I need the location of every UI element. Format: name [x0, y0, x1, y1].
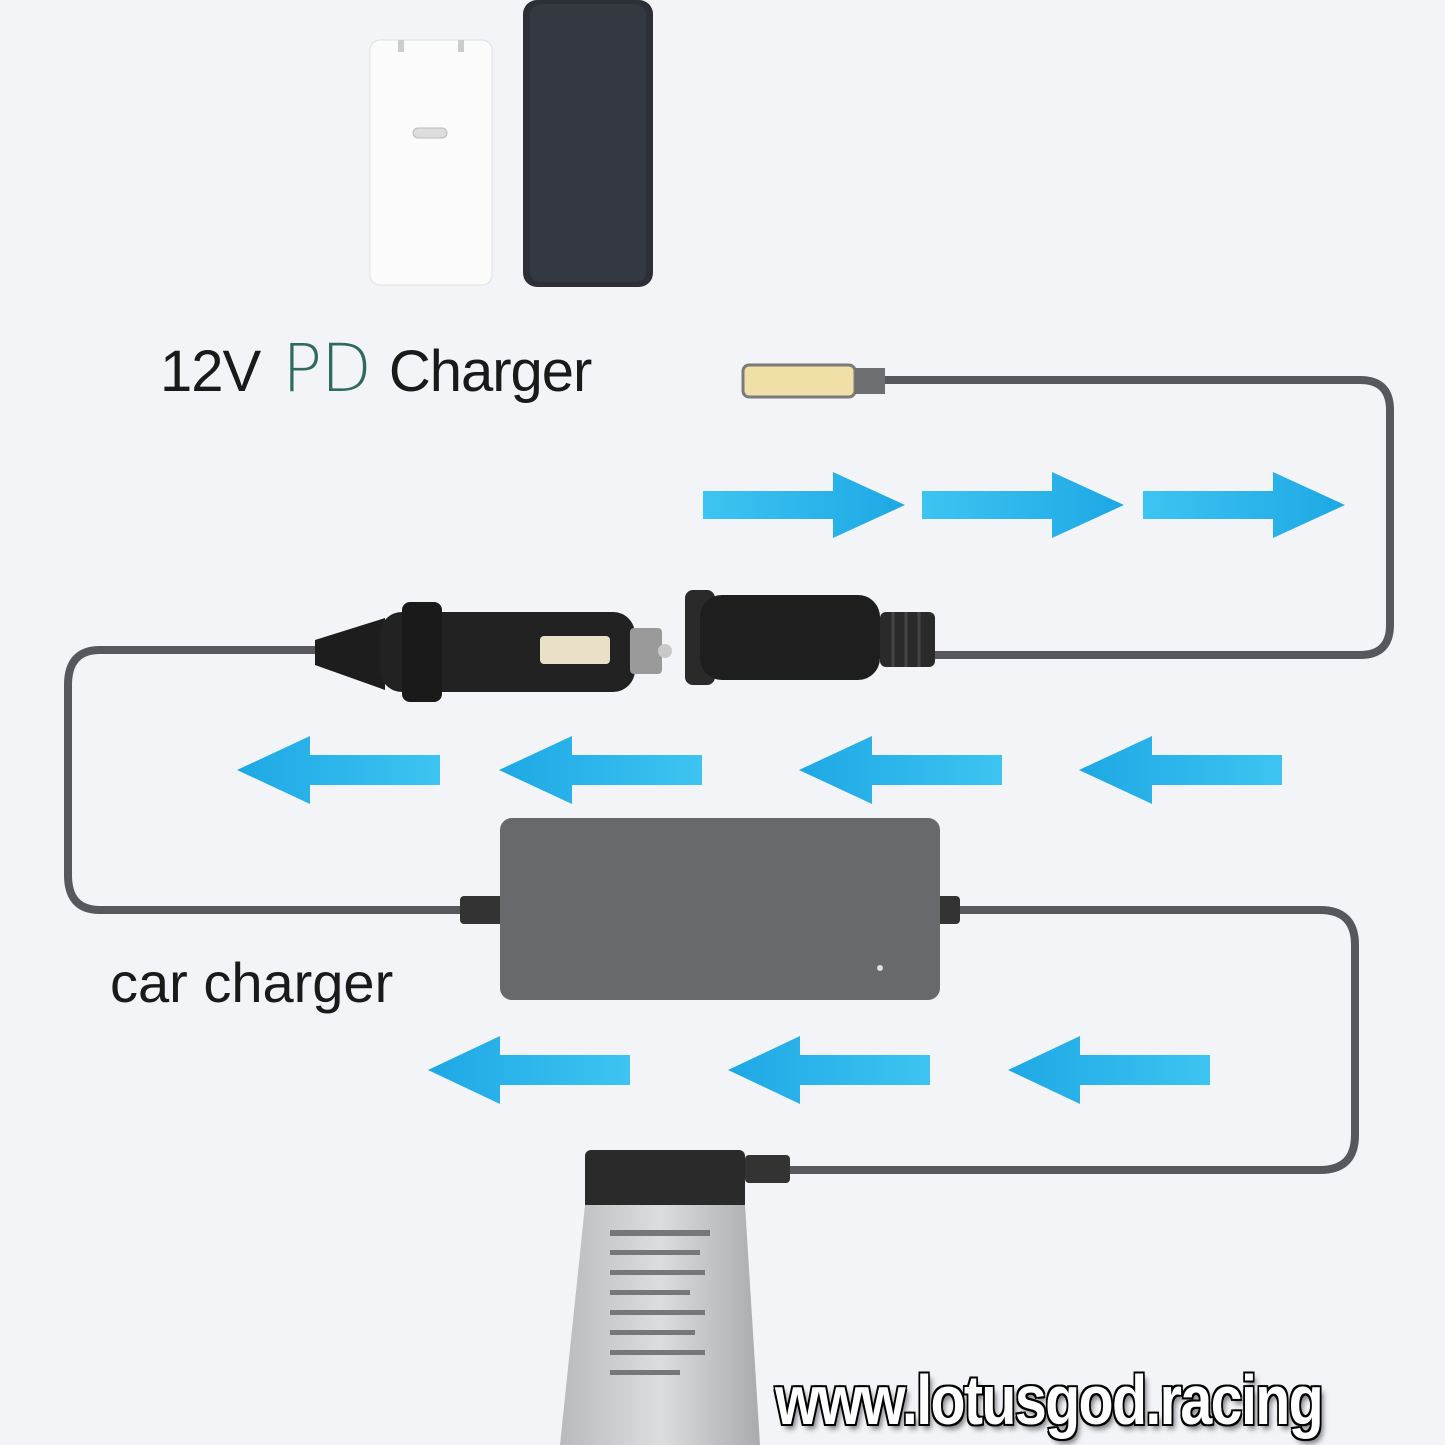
power-bank-image [523, 0, 653, 287]
usb-c-cable [881, 376, 1394, 659]
voltage-label: 12V [160, 339, 261, 404]
watermark: www.lotusgod.racing [774, 1360, 1325, 1441]
arrow-left-icon [1008, 1036, 1210, 1104]
arrow-left-icon [799, 736, 1002, 804]
car-charger-label: car charger [110, 951, 394, 1014]
plug-to-charger-cable [64, 646, 469, 914]
charger-to-battery-cable [786, 906, 1359, 1174]
pd-label: PD [282, 330, 372, 407]
wall-charger-image [369, 39, 493, 286]
arrow-left-icon [728, 1036, 930, 1104]
arrow-left-icon [237, 736, 440, 804]
cigarette-plug [315, 602, 672, 702]
usb-c-connector [741, 363, 885, 399]
arrow-left-icon [499, 736, 702, 804]
drone-battery [560, 1150, 790, 1445]
arrow-right-icon [1143, 472, 1345, 538]
charger-label: Charger [388, 339, 593, 404]
cigarette-socket [685, 590, 935, 685]
arrow-right-icon [703, 472, 905, 538]
arrow-left-icon [428, 1036, 630, 1104]
arrow-left-icon [1079, 736, 1282, 804]
flow-arrows [237, 472, 1345, 1104]
cables [64, 376, 1394, 1174]
car-charger-box [460, 818, 960, 1000]
arrow-right-icon [922, 472, 1124, 538]
